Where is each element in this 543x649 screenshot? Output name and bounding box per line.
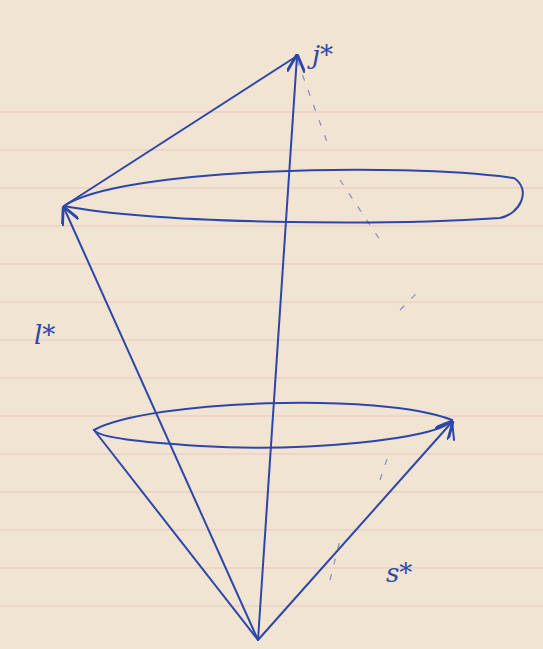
l-vector (64, 208, 258, 640)
ruled-lines (0, 112, 543, 606)
cone-side (94, 430, 258, 640)
tick-mark (452, 420, 454, 440)
vector-label: j* (312, 42, 333, 68)
ink-drawing (64, 56, 523, 640)
faint-strokes (297, 60, 420, 580)
cone-side (64, 56, 297, 206)
s-vector (258, 422, 452, 640)
j-vector (258, 56, 297, 640)
upper-precession-ellipse (64, 170, 523, 223)
vector-label: s* (386, 560, 412, 586)
vector-label: l* (34, 322, 55, 348)
